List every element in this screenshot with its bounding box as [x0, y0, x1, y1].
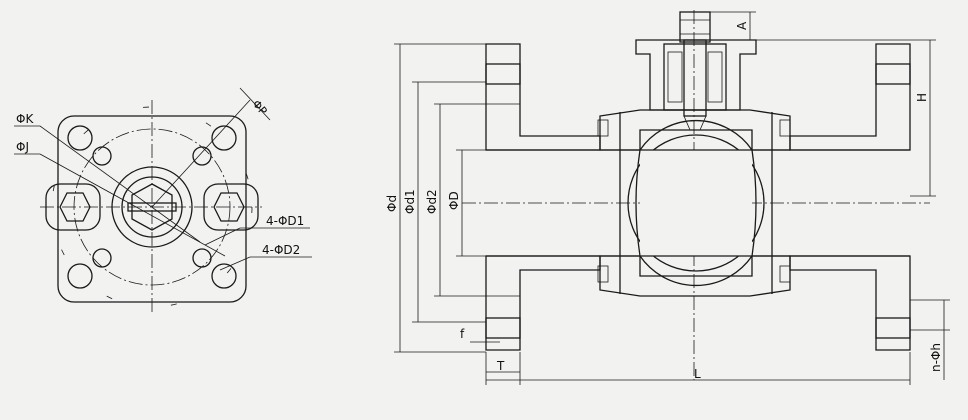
inner-hole-bottom-left [92, 248, 112, 268]
leader-4-phi-d1 [204, 227, 241, 246]
ball-cap-top [639, 119, 753, 151]
ball [627, 134, 765, 272]
leader-phi-k [39, 125, 201, 243]
left-lug [45, 183, 101, 231]
right-flange-bolt-hole-top [875, 63, 911, 85]
stem-bore [121, 176, 183, 238]
label-A: A [735, 21, 749, 30]
label-phi-D: ΦD [447, 191, 461, 210]
section-view: Φd Φd1 Φd2 ΦD f T L H A n-Φh [385, 10, 950, 385]
bolt-bottom-right [779, 265, 791, 283]
inner-hole-top-left [92, 146, 112, 166]
stem-hex [131, 183, 173, 231]
label-H: H [915, 93, 929, 102]
bolt-circle [73, 128, 231, 286]
left-flange-top-hatched [485, 43, 601, 151]
label-phi-j: ΦJ [16, 140, 29, 154]
left-flange-bolt-hole-bottom [485, 317, 521, 339]
bolt-top-left [597, 119, 609, 137]
inner-hole-top-right [192, 146, 212, 166]
label-4-phi-d2: 4-ΦD2 [262, 243, 300, 257]
stem-slot [127, 202, 177, 212]
label-T: T [496, 359, 505, 373]
label-phi-k: ΦK [16, 112, 34, 126]
leader-4-phi-d2 [219, 256, 251, 271]
right-flange-top-hatched [789, 43, 911, 151]
outer-bolt-circle [51, 106, 253, 308]
corner-hole-top-left [67, 125, 93, 151]
stem-cavity [663, 43, 727, 111]
ball-cap-bottom [639, 255, 753, 287]
stem-top [679, 11, 711, 43]
seat-left [635, 149, 641, 257]
leader-phi-j [39, 153, 226, 257]
body-bottom-hatched [599, 255, 791, 297]
corner-hole-bottom-left [67, 263, 93, 289]
right-flange-bottom-hatched [789, 255, 911, 351]
bolt-top-right [779, 119, 791, 137]
inner-hole-bottom-right [192, 248, 212, 268]
right-flange-bolt-hole-bottom [875, 317, 911, 339]
bonnet-hatched [635, 39, 757, 111]
left-flange-bolt-hole-top [485, 63, 521, 85]
bolt-bottom-left [597, 265, 609, 283]
label-f: f [460, 327, 465, 341]
center-boss [111, 166, 193, 248]
stem [683, 39, 707, 117]
left-flange-bottom-hatched [485, 255, 601, 351]
corner-hole-top-right [211, 125, 237, 151]
stem-tang [683, 115, 707, 131]
right-hex-nut [213, 192, 245, 222]
label-n-phi-h: n-Φh [929, 343, 943, 372]
packing-right [707, 51, 723, 103]
label-phi-d1: Φd1 [403, 189, 417, 214]
seat-right [751, 149, 757, 257]
left-hex-nut [59, 192, 91, 222]
end-view: ΦK ΦJ ΦP 4-ΦD1 4-ΦD2 [14, 87, 312, 312]
phi-p-dimension-line [239, 87, 271, 121]
square-flange-outline [57, 115, 247, 303]
right-lug [203, 183, 259, 231]
label-phi-p: ΦP [250, 98, 270, 118]
corner-hole-bottom-right [211, 263, 237, 289]
label-phi-d: Φd [385, 195, 399, 212]
label-4-phi-d1: 4-ΦD1 [266, 214, 304, 228]
label-phi-d2: Φd2 [425, 189, 439, 214]
leader-phi-p [151, 99, 251, 208]
packing-left [667, 51, 683, 103]
label-L: L [694, 367, 701, 381]
